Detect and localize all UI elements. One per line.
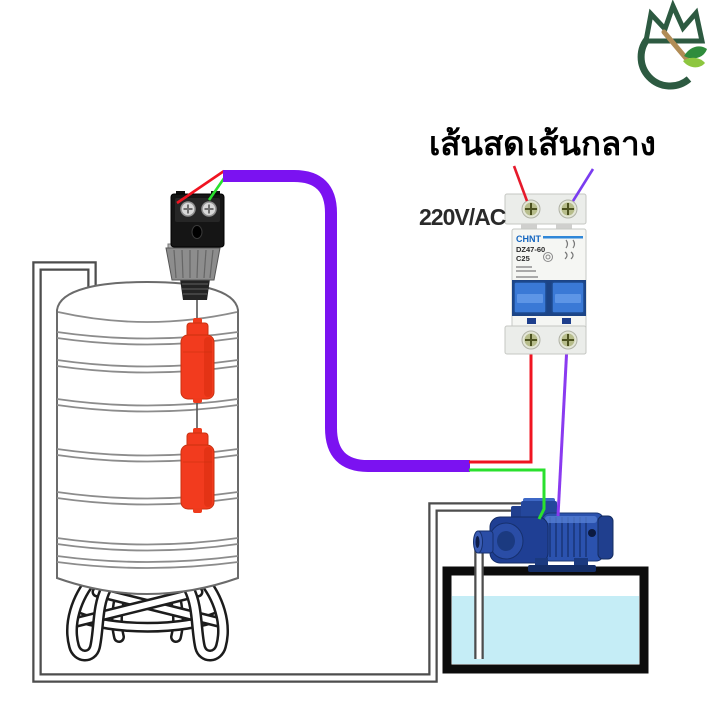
float-switch-controller [165, 191, 225, 300]
breaker-model-text: DZ47-60 [516, 245, 545, 254]
breaker-bottom-screws [521, 330, 578, 350]
breaker-top-screws [521, 199, 578, 219]
live-leader-line [512, 165, 529, 202]
crown-leaf-logo-icon [637, 0, 707, 90]
logo-leaf-light [683, 57, 705, 68]
float-ball-lower [180, 428, 215, 513]
water-pump [473, 498, 614, 572]
controller-live-wire [176, 169, 225, 205]
tank-dome-rim [57, 311, 238, 323]
neutral-wire [556, 344, 569, 517]
tank-ribs [56, 331, 239, 569]
tank-fill-pipe [32, 261, 524, 683]
breaker-curve-symbols [564, 239, 576, 260]
breaker-rating-text: C25 [516, 254, 530, 263]
float-ball-upper [180, 318, 215, 403]
logo-stem [661, 29, 693, 66]
logo-leaf-dark [684, 46, 707, 59]
neutral-leader-line [571, 168, 595, 202]
label-neutral-wire: เส้นกลาง [527, 125, 656, 162]
pump-green-wire [469, 468, 546, 520]
supply-cable [223, 170, 470, 472]
label-live-wire: เส้นสด [429, 125, 525, 162]
circuit-breaker: CHNT DZ47-60 C25 [504, 193, 587, 355]
live-wire [469, 345, 533, 464]
water-tank [56, 280, 239, 595]
breaker-brand-text: CHNT [516, 234, 541, 244]
label-voltage: 220V/AC [419, 204, 506, 230]
controller-terminal-screws [180, 201, 217, 217]
